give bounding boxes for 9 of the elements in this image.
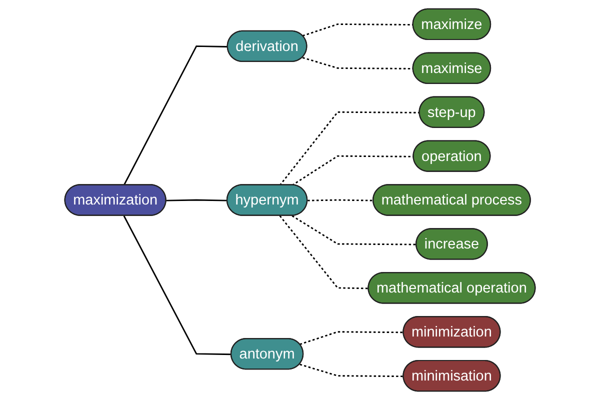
connector	[300, 331, 404, 346]
connector	[123, 216, 232, 356]
connector	[279, 111, 420, 186]
connector	[292, 215, 417, 246]
connector	[166, 199, 228, 202]
connector	[300, 364, 404, 378]
connector	[123, 45, 228, 186]
connector	[308, 199, 374, 202]
connector	[279, 215, 369, 290]
